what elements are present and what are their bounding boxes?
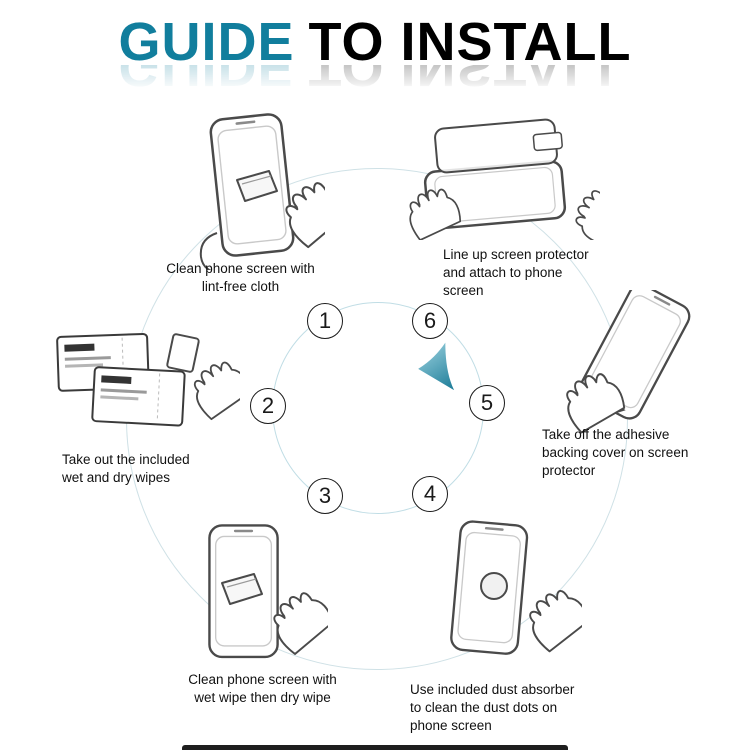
step-3-number-badge: 3 xyxy=(307,478,343,514)
step-6-number-badge: 6 xyxy=(412,303,448,339)
step-2-caption: Take out the included wet and dry wipes xyxy=(62,452,190,485)
step-6-caption: Line up screen protector and attach to p… xyxy=(443,247,589,298)
step-5-number-badge: 5 xyxy=(469,385,505,421)
dust-absorber-icon xyxy=(480,572,508,600)
step-1-number-badge: 1 xyxy=(307,303,343,339)
inner-ring xyxy=(272,302,484,514)
screen-protector-icon xyxy=(434,118,563,174)
page-title-rest: TO INSTALL xyxy=(308,12,632,72)
step-5-illustration xyxy=(540,290,720,440)
hand-icon xyxy=(567,182,600,240)
next-panel-edge xyxy=(182,745,568,750)
step-4-illustration xyxy=(432,520,582,670)
step-4-caption: Use included dust absorber to clean the … xyxy=(410,682,575,733)
step-1-illustration xyxy=(185,105,325,270)
wipes-packet-icon xyxy=(166,333,200,373)
page-title-accent: GUIDE xyxy=(118,12,295,72)
step-3-illustration xyxy=(178,520,328,675)
hand-icon xyxy=(518,581,582,654)
step-2-number-badge: 2 xyxy=(250,388,286,424)
step-6-illustration xyxy=(390,110,600,240)
step-4-number-badge: 4 xyxy=(412,476,448,512)
pointer-arrow-icon xyxy=(418,342,455,390)
step-5-caption: Take off the adhesive backing cover on s… xyxy=(542,427,689,478)
wipes-packet-icon xyxy=(91,366,186,427)
step-1-caption: Clean phone screen with lint-free cloth xyxy=(166,261,315,294)
step-3-caption: Clean phone screen with wet wipe then dr… xyxy=(188,672,337,705)
hand-icon xyxy=(199,232,218,270)
step-2-illustration xyxy=(50,300,240,460)
